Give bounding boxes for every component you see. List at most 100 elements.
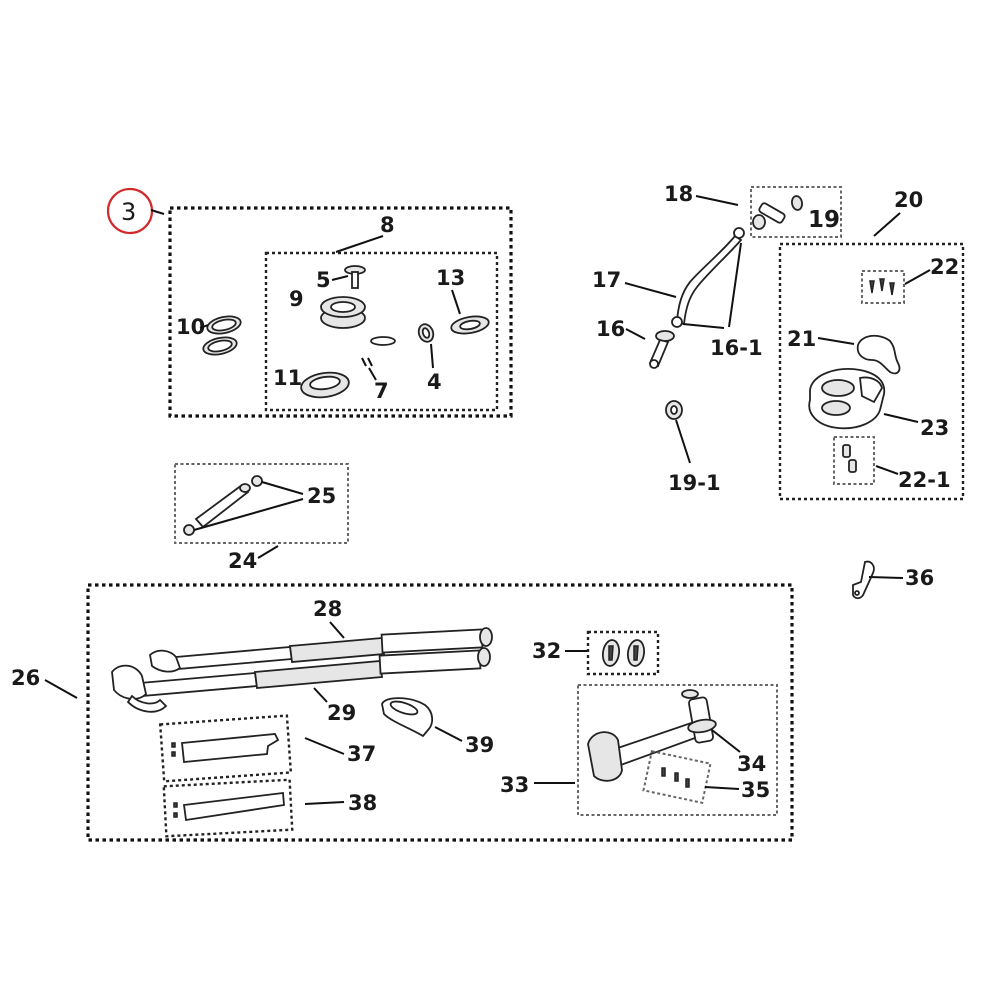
callout-38[interactable]: 38 [348, 791, 377, 815]
callout-3[interactable]: 3 [121, 198, 136, 226]
leader-19-1 [675, 419, 691, 464]
part-23-lower-clamp[interactable] [808, 368, 886, 430]
part-o-ring[interactable] [370, 336, 396, 346]
callout-39[interactable]: 39 [465, 733, 494, 757]
part-32-caps[interactable] [601, 639, 646, 667]
leader-34 [711, 729, 741, 753]
box-group-3 [168, 206, 513, 418]
leader-8 [335, 235, 384, 253]
callout-11[interactable]: 11 [273, 366, 302, 390]
leader-16-1b [728, 242, 742, 328]
leader-39 [434, 726, 463, 742]
leader-26 [44, 679, 78, 699]
leader-22 [904, 269, 931, 285]
group-3-bearing-kit: 3 8 10 5 9 [106, 187, 513, 418]
leader-10 [199, 324, 209, 329]
part-36-bracket[interactable] [852, 560, 875, 600]
callout-5[interactable]: 5 [316, 268, 331, 292]
box-group-38 [162, 778, 294, 838]
callout-37[interactable]: 37 [347, 742, 376, 766]
leader-35 [704, 786, 740, 790]
box-group-35 [642, 750, 712, 804]
callout-16[interactable]: 16 [596, 317, 625, 341]
callout-19[interactable]: 19 [808, 207, 840, 233]
part-19-1-nut[interactable] [665, 400, 683, 420]
leader-21 [817, 337, 855, 345]
callout-36[interactable]: 36 [905, 566, 934, 590]
callout-13[interactable]: 13 [436, 266, 465, 290]
callout-18[interactable]: 18 [664, 182, 693, 206]
part-19-pin[interactable] [752, 195, 803, 230]
callout-21[interactable]: 21 [787, 327, 816, 351]
part-28-fork-leg[interactable] [149, 627, 493, 673]
part-10-rings[interactable] [202, 314, 243, 358]
group-20-clamp: 20 22 21 23 22-1 [778, 188, 965, 501]
part-24-axle[interactable] [194, 483, 251, 529]
callout-35[interactable]: 35 [741, 778, 770, 802]
callout-4[interactable]: 4 [427, 370, 442, 394]
part-25-spacer-a[interactable] [251, 475, 263, 487]
callout-19-1[interactable]: 19-1 [668, 471, 721, 495]
part-35-screws[interactable] [661, 767, 690, 788]
callout-29[interactable]: 29 [327, 701, 356, 725]
part-25-spacer-b[interactable] [183, 524, 195, 536]
part-18-ball[interactable] [733, 227, 745, 239]
leader-25b [193, 498, 304, 531]
callout-34[interactable]: 34 [737, 752, 766, 776]
leader-23 [883, 413, 919, 423]
box-group-22-1 [833, 436, 875, 485]
callout-22[interactable]: 22 [930, 255, 959, 279]
part-16-end-link[interactable] [648, 316, 683, 369]
part-4-bushing[interactable] [416, 322, 435, 344]
leader-20 [873, 212, 901, 237]
leader-17 [624, 282, 677, 298]
callout-22-1[interactable]: 22-1 [898, 468, 951, 492]
leader-36 [868, 576, 904, 579]
part-7-pins[interactable] [361, 357, 373, 367]
leader-7 [368, 367, 377, 381]
part-37-fork-guard[interactable] [171, 733, 280, 763]
leader-3 [150, 209, 165, 215]
callout-26[interactable]: 26 [11, 666, 40, 690]
part-22-screws[interactable] [869, 278, 895, 296]
leader-24 [257, 545, 279, 559]
leader-38 [304, 801, 345, 805]
callout-7[interactable]: 7 [374, 379, 389, 403]
callout-33[interactable]: 33 [500, 773, 529, 797]
part-22-1-bolts[interactable] [842, 444, 857, 473]
part-9-bearing[interactable] [320, 296, 366, 329]
box-group-19 [750, 186, 842, 238]
part-13-seal[interactable] [450, 314, 490, 336]
group-steering-linkage: 18 19 17 16 16-1 19-1 [592, 182, 842, 495]
leader-29 [313, 687, 328, 703]
part-33-steering-stem[interactable] [587, 689, 717, 782]
leader-4 [430, 343, 434, 369]
callout-16-1[interactable]: 16-1 [710, 336, 763, 360]
group-24-axle: 25 24 [174, 463, 349, 573]
callout-20[interactable]: 20 [894, 188, 923, 212]
leader-25a [261, 481, 304, 495]
part-11-large-seal[interactable] [300, 370, 351, 400]
box-group-22 [861, 270, 905, 304]
leader-5 [331, 275, 349, 281]
callout-17[interactable]: 17 [592, 268, 621, 292]
part-21-top-clamp[interactable] [856, 334, 901, 375]
callout-24[interactable]: 24 [228, 549, 257, 573]
callout-23[interactable]: 23 [920, 416, 949, 440]
box-group-37 [158, 714, 293, 783]
leader-22-1 [875, 465, 899, 475]
leader-16-1a [682, 323, 725, 329]
part-29-fork-leg[interactable] [111, 647, 491, 713]
box-group-8 [264, 251, 499, 412]
leader-18 [695, 195, 739, 206]
callout-9[interactable]: 9 [289, 287, 304, 311]
part-5-bolt[interactable] [344, 265, 366, 289]
callout-25[interactable]: 25 [307, 484, 336, 508]
part-38-fork-guard[interactable] [173, 791, 285, 822]
part-39-band-clamp[interactable] [381, 697, 434, 738]
box-group-20 [778, 242, 965, 501]
callout-28[interactable]: 28 [313, 597, 342, 621]
callout-8[interactable]: 8 [380, 213, 395, 237]
callout-32[interactable]: 32 [532, 639, 561, 663]
